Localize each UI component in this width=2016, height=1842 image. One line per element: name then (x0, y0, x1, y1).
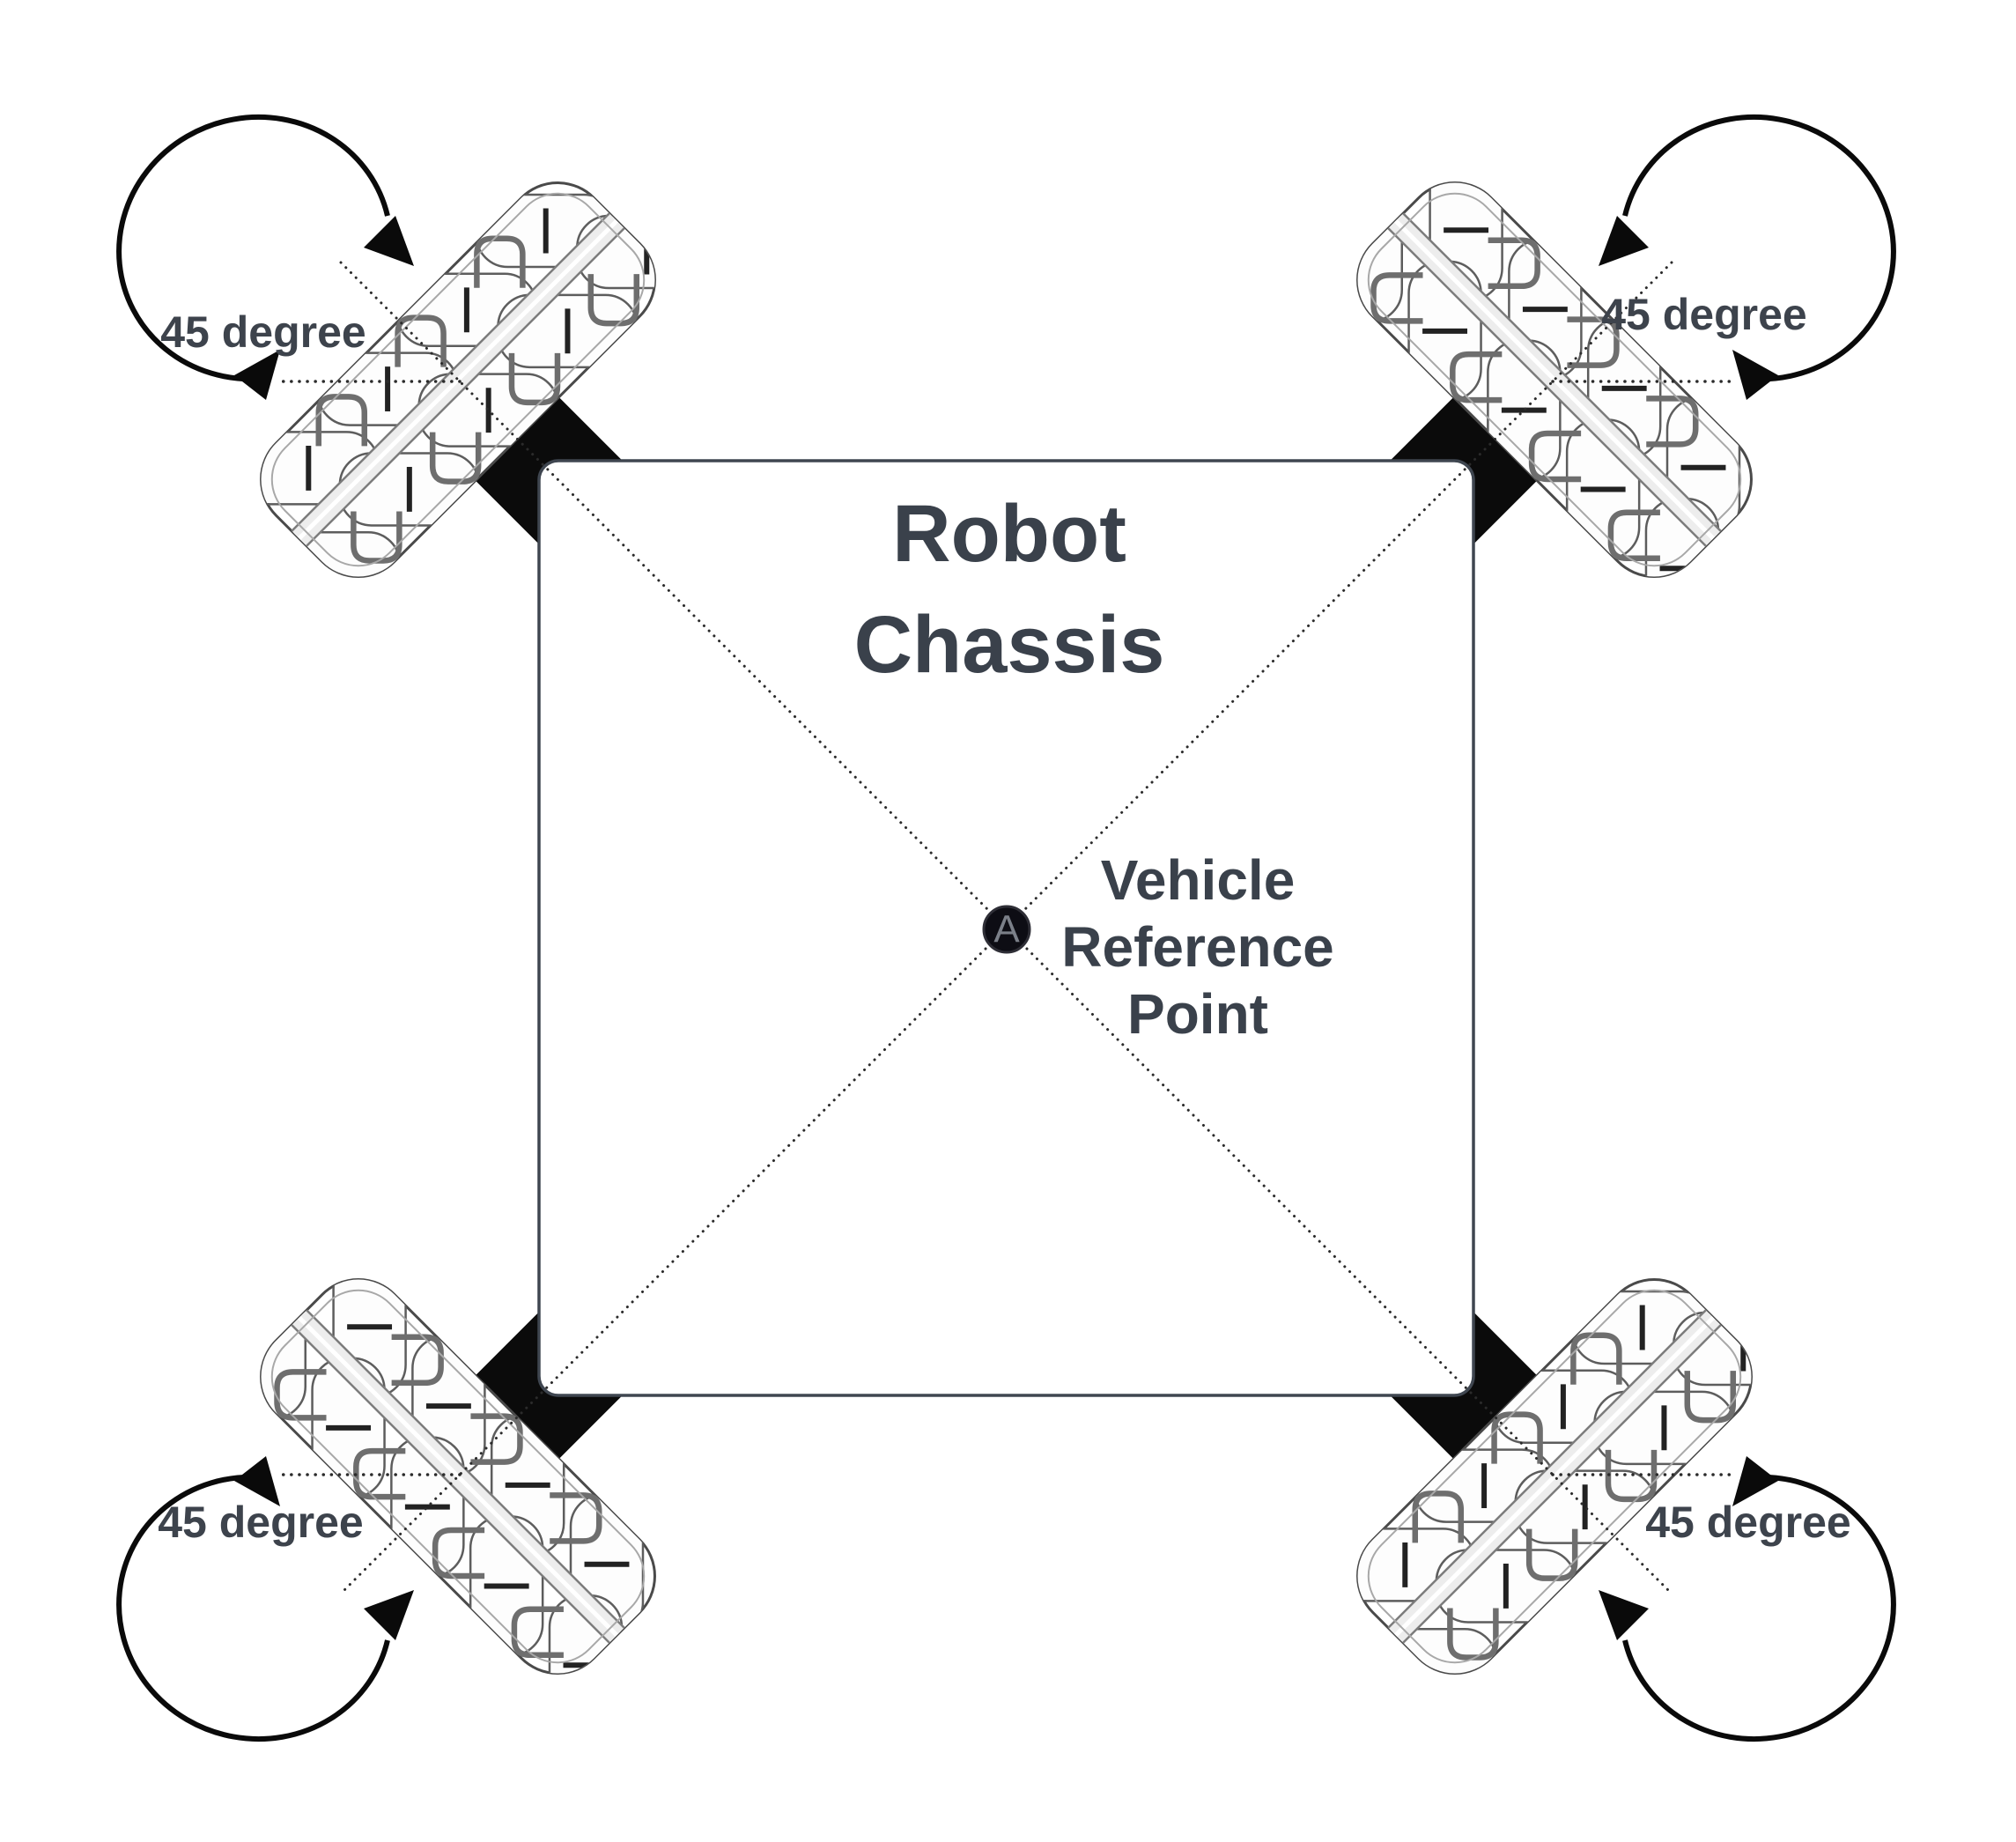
angle-label-front-right: 45 degree (1601, 290, 1806, 339)
angle-label-front-left: 45 degree (160, 307, 366, 357)
chassis-title-line1: Robot (892, 489, 1126, 579)
reference-point-label: Vehicle Reference Point (1061, 848, 1334, 1046)
chassis-title: Robot Chassis (854, 489, 1165, 690)
chassis-title-line2: Chassis (854, 600, 1165, 690)
reference-point-letter: A (993, 908, 1020, 951)
reference-point-label-line1: Vehicle (1101, 848, 1296, 912)
reference-point-marker (982, 905, 1031, 954)
angle-label-rear-right: 45 degree (1645, 1498, 1850, 1547)
reference-point-label-line2: Reference (1061, 915, 1334, 979)
angle-label-rear-left: 45 degree (158, 1498, 363, 1547)
reference-point-label-line3: Point (1127, 982, 1268, 1046)
